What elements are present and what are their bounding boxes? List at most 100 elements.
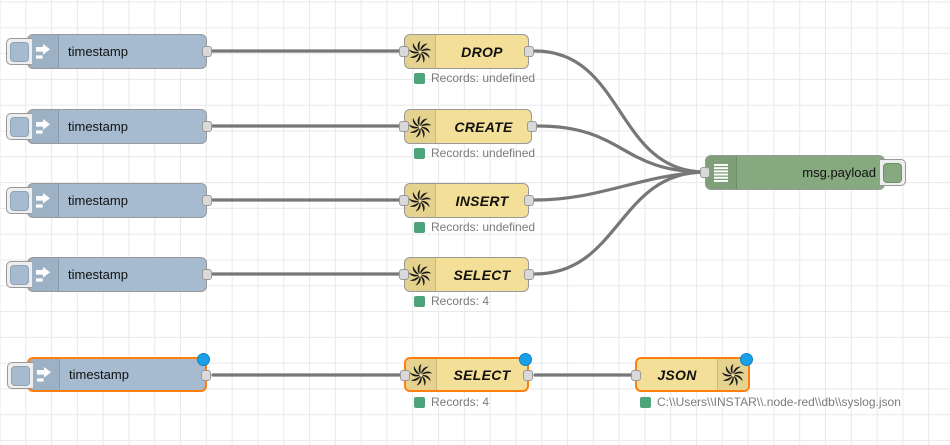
sqlite-spiral-icon bbox=[722, 363, 744, 386]
sqlite-spiral-icon-container bbox=[405, 35, 436, 68]
button-knob[interactable] bbox=[10, 116, 29, 137]
node-inject-1[interactable]: timestamp bbox=[6, 34, 212, 69]
node-sqlite-create[interactable]: CREATE bbox=[399, 109, 537, 144]
sqlite-spiral-icon-container bbox=[405, 184, 436, 217]
button-knob[interactable] bbox=[10, 190, 29, 211]
node-sqlite-drop[interactable]: DROP bbox=[399, 34, 534, 69]
node-label-inject-3: timestamp bbox=[68, 193, 128, 208]
inject-arrow-icon bbox=[36, 266, 50, 282]
wire-sqlite-drop-to-debug-1[interactable] bbox=[533, 49, 707, 174]
status-dot-icon bbox=[414, 396, 425, 408]
inject-arrow-icon-container bbox=[28, 184, 59, 217]
status-dot-icon bbox=[414, 221, 425, 233]
status-sqlite-json: C:\\Users\\INSTAR\\.node-red\\db\\syslog… bbox=[640, 395, 901, 409]
node-label-sqlite-json: JSON bbox=[657, 366, 697, 383]
inject-trigger-button-inject-2[interactable] bbox=[6, 113, 32, 140]
wire-sqlite-insert-to-debug-1[interactable] bbox=[533, 170, 707, 202]
node-sqlite-json[interactable]: JSON bbox=[631, 353, 753, 392]
output-port-sqlite-insert[interactable] bbox=[524, 195, 534, 206]
wire-sqlite-select-1-to-debug-1[interactable] bbox=[533, 170, 707, 276]
input-port-sqlite-drop[interactable] bbox=[399, 46, 409, 57]
status-text-sqlite-select-1: Records: 4 bbox=[431, 294, 490, 308]
sqlite-spiral-icon-container bbox=[717, 359, 748, 390]
status-text-sqlite-insert: Records: undefined bbox=[431, 220, 536, 234]
selection-handle-sqlite-json[interactable] bbox=[740, 353, 753, 366]
node-debug-1[interactable]: msg.payload bbox=[700, 155, 906, 190]
node-label-sqlite-insert: INSERT bbox=[455, 192, 509, 209]
inject-arrow-icon bbox=[36, 43, 50, 59]
input-port-debug-1[interactable] bbox=[700, 167, 710, 178]
sqlite-spiral-icon bbox=[409, 263, 431, 286]
node-label-inject-1: timestamp bbox=[68, 44, 128, 59]
inject-arrow-icon-container bbox=[28, 110, 59, 143]
input-port-sqlite-insert[interactable] bbox=[399, 195, 409, 206]
output-port-inject-3[interactable] bbox=[202, 195, 212, 206]
status-text-sqlite-drop: Records: undefined bbox=[431, 71, 536, 85]
inject-arrow-icon bbox=[37, 366, 51, 382]
inject-arrow-icon-container bbox=[29, 359, 60, 390]
output-port-inject-2[interactable] bbox=[202, 121, 212, 132]
debug-toggle-button-debug-1[interactable] bbox=[880, 159, 906, 186]
button-knob[interactable] bbox=[10, 264, 29, 285]
button-knob[interactable] bbox=[10, 41, 29, 62]
node-label-sqlite-drop: DROP bbox=[461, 43, 503, 60]
node-inject-2[interactable]: timestamp bbox=[6, 109, 212, 144]
inject-trigger-button-inject-5[interactable] bbox=[7, 362, 33, 389]
sqlite-spiral-icon-container bbox=[405, 258, 436, 291]
wire-sqlite-create-to-debug-1[interactable] bbox=[536, 124, 707, 174]
output-port-inject-4[interactable] bbox=[202, 269, 212, 280]
debug-lines-icon bbox=[714, 163, 728, 182]
inject-arrow-icon-container bbox=[28, 258, 59, 291]
output-port-inject-1[interactable] bbox=[202, 46, 212, 57]
inject-trigger-button-inject-4[interactable] bbox=[6, 261, 32, 288]
node-sqlite-select-1[interactable]: SELECT bbox=[399, 257, 534, 292]
selection-handle-inject-5[interactable] bbox=[197, 353, 210, 366]
inject-arrow-icon bbox=[36, 118, 50, 134]
button-knob[interactable] bbox=[11, 365, 30, 386]
output-port-inject-5[interactable] bbox=[201, 370, 211, 381]
node-label-sqlite-select-1: SELECT bbox=[453, 266, 511, 283]
inject-arrow-icon-container bbox=[28, 35, 59, 68]
node-label-inject-5: timestamp bbox=[69, 367, 129, 382]
input-port-sqlite-json[interactable] bbox=[631, 370, 641, 381]
status-dot-icon bbox=[414, 72, 425, 84]
status-sqlite-select-2: Records: 4 bbox=[414, 395, 489, 409]
input-port-sqlite-select-1[interactable] bbox=[399, 269, 409, 280]
status-dot-icon bbox=[414, 295, 425, 307]
status-sqlite-insert: Records: undefined bbox=[414, 220, 535, 234]
inject-trigger-button-inject-3[interactable] bbox=[6, 187, 32, 214]
node-label-sqlite-create: CREATE bbox=[454, 118, 513, 135]
node-inject-3[interactable]: timestamp bbox=[6, 183, 212, 218]
node-inject-4[interactable]: timestamp bbox=[6, 257, 212, 292]
node-label-debug-1: msg.payload bbox=[802, 165, 876, 180]
node-inject-5[interactable]: timestamp bbox=[7, 353, 211, 392]
inject-arrow-icon bbox=[36, 192, 50, 208]
sqlite-spiral-icon bbox=[409, 115, 431, 138]
status-text-sqlite-select-2: Records: 4 bbox=[431, 395, 490, 409]
sqlite-spiral-icon-container bbox=[406, 359, 437, 390]
debug-lines-icon-container bbox=[706, 156, 737, 189]
status-sqlite-create: Records: undefined bbox=[414, 146, 535, 160]
status-text-sqlite-json: C:\\Users\\INSTAR\\.node-red\\db\\syslog… bbox=[657, 395, 901, 409]
status-sqlite-select-1: Records: 4 bbox=[414, 294, 489, 308]
input-port-sqlite-create[interactable] bbox=[399, 121, 409, 132]
node-label-sqlite-select-2: SELECT bbox=[453, 366, 511, 383]
sqlite-spiral-icon bbox=[409, 40, 431, 63]
output-port-sqlite-select-2[interactable] bbox=[523, 370, 533, 381]
sqlite-spiral-icon bbox=[409, 189, 431, 212]
status-dot-icon bbox=[414, 147, 425, 159]
node-sqlite-insert[interactable]: INSERT bbox=[399, 183, 534, 218]
status-dot-icon bbox=[640, 396, 651, 408]
node-label-inject-4: timestamp bbox=[68, 267, 128, 282]
selection-handle-sqlite-select-2[interactable] bbox=[519, 353, 532, 366]
status-text-sqlite-create: Records: undefined bbox=[431, 146, 536, 160]
output-port-sqlite-drop[interactable] bbox=[524, 46, 534, 57]
output-port-sqlite-create[interactable] bbox=[527, 121, 537, 132]
inject-trigger-button-inject-1[interactable] bbox=[6, 38, 32, 65]
status-sqlite-drop: Records: undefined bbox=[414, 71, 535, 85]
node-sqlite-select-2[interactable]: SELECT bbox=[400, 353, 533, 392]
button-knob[interactable] bbox=[883, 162, 902, 183]
input-port-sqlite-select-2[interactable] bbox=[400, 370, 410, 381]
output-port-sqlite-select-1[interactable] bbox=[524, 269, 534, 280]
